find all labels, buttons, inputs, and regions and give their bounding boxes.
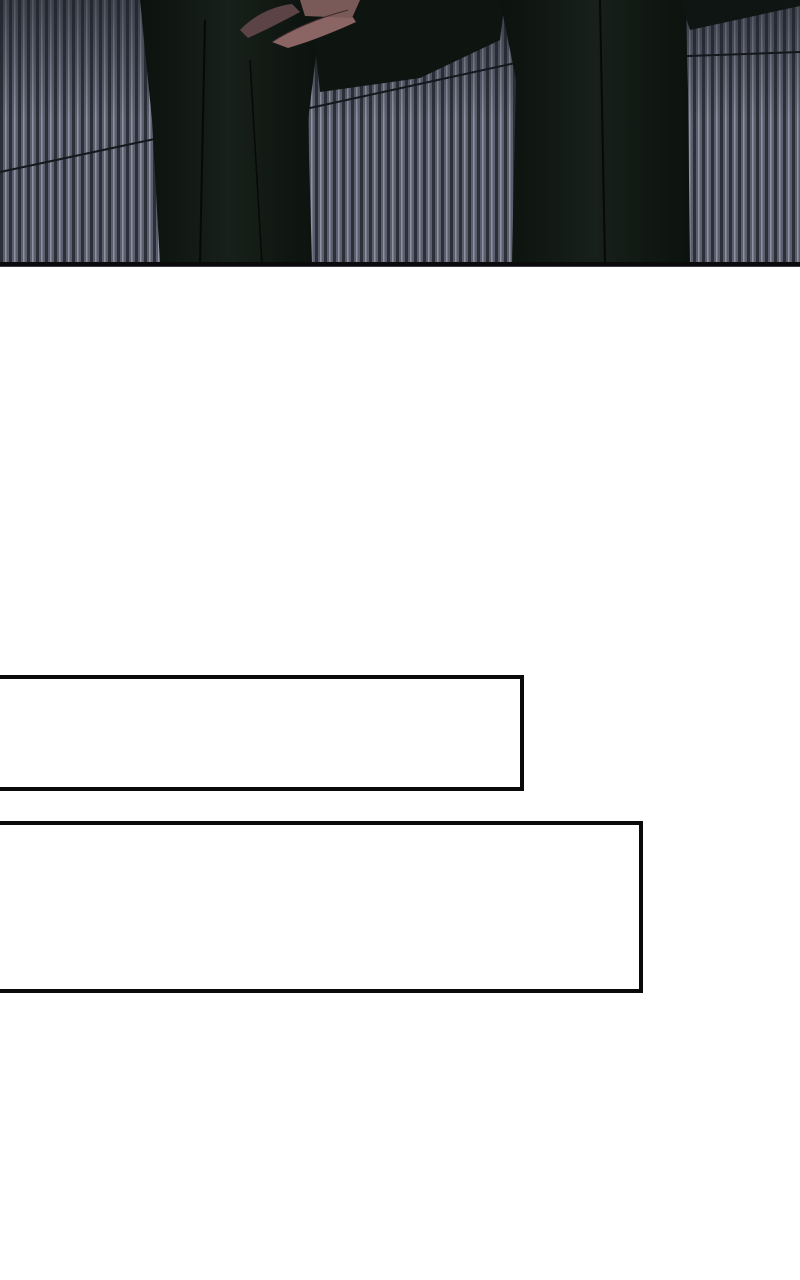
empty-caption-box [0, 821, 643, 993]
figure-left [140, 0, 318, 264]
empty-caption-box [0, 675, 524, 791]
comic-panel [0, 0, 800, 267]
panel-border [0, 262, 800, 266]
panel-illustration [0, 0, 800, 264]
figure-right [500, 0, 690, 264]
figure-center [310, 0, 505, 92]
hand-back [240, 4, 300, 38]
hand-front [272, 10, 356, 48]
